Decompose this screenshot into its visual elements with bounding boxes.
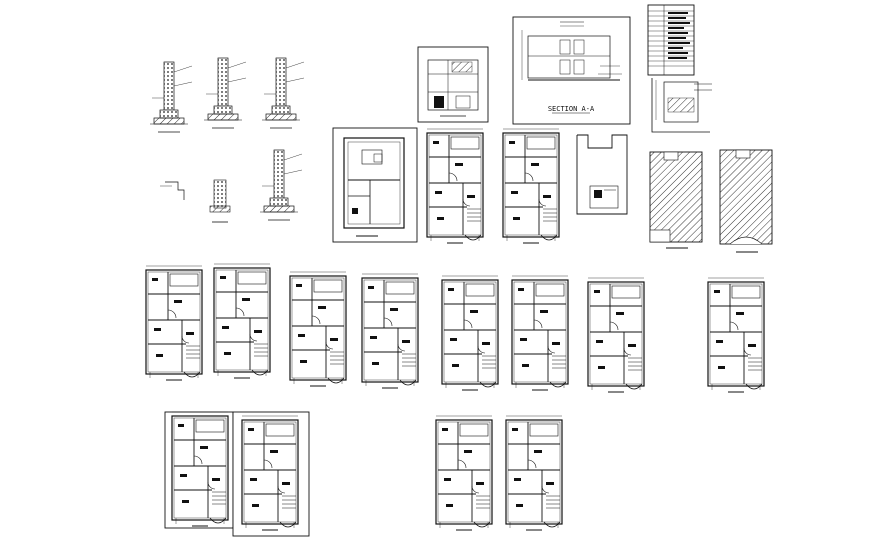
plan-hatched-terrace-1 — [649, 151, 703, 249]
section-title: SECTION A-A — [548, 105, 595, 113]
plan-outline-site — [576, 134, 628, 215]
small-detail-1 — [160, 181, 185, 200]
plan-row2-2 — [213, 263, 271, 379]
small-detail-2 — [209, 179, 231, 223]
foundation-detail-2 — [203, 57, 247, 129]
plan-ground-framed — [332, 127, 418, 243]
schedule-table — [647, 4, 695, 76]
foundation-detail-3 — [261, 57, 305, 129]
section-drawing: SECTION A-A — [512, 16, 631, 125]
plan-hatched-terrace-2 — [719, 149, 773, 253]
plan-row2-4 — [361, 273, 419, 389]
plan-row1-2 — [426, 128, 484, 244]
foundation-detail-4 — [259, 149, 303, 221]
plan-row2-8 — [707, 277, 765, 393]
plan-row3-framed-2 — [232, 411, 310, 537]
plan-row1-3 — [502, 128, 560, 244]
plan-row2-1 — [145, 265, 203, 381]
plan-row3-3 — [435, 415, 493, 531]
key-plan — [651, 78, 712, 133]
plan-row2-3 — [289, 271, 347, 387]
plan-row2-5 — [441, 275, 499, 391]
plan-row2-6 — [511, 275, 569, 391]
elevation-drawing — [417, 46, 489, 123]
plan-row3-4 — [505, 415, 563, 531]
plan-row3-framed-1 — [164, 411, 234, 529]
foundation-detail-1 — [149, 61, 193, 133]
plan-row2-7 — [587, 277, 645, 393]
